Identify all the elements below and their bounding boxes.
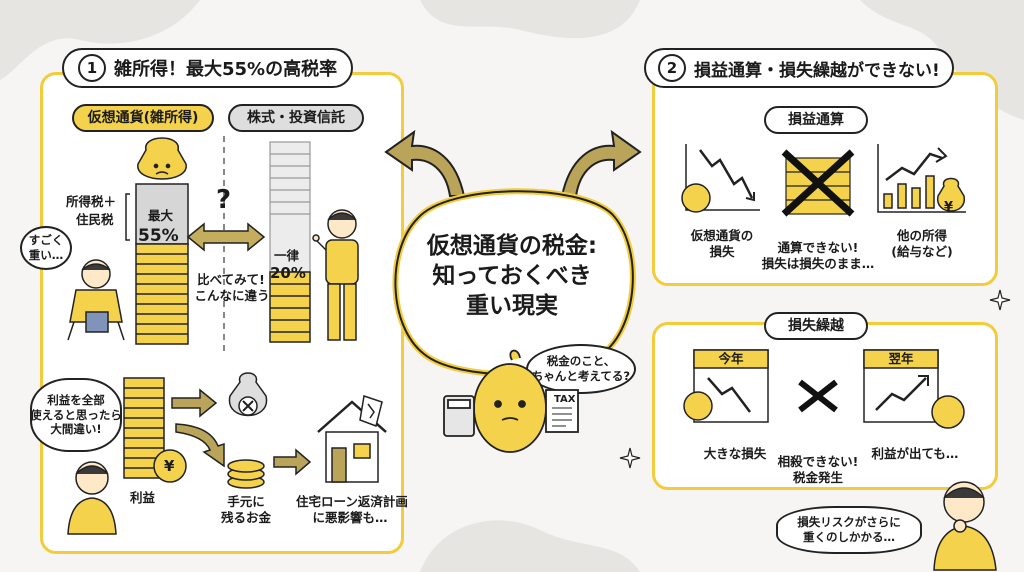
- compare-text-1: 比べてみて!: [197, 272, 265, 287]
- curved-arrow-right: [560, 129, 642, 197]
- profit-label: 利益: [130, 490, 156, 505]
- cannot-offset-label-2: 損失は損失のまま…: [761, 256, 875, 271]
- dashed-divider: [223, 136, 225, 356]
- crypto-loss-label-2: 損失: [709, 244, 735, 259]
- this-year-label: 今年: [718, 351, 744, 366]
- other-income-label-2: (給与など): [891, 244, 953, 259]
- tax-label-income: 所得税＋: [66, 194, 117, 209]
- main-title: 仮想通貨の税金: 知っておくべき 重い現実: [398, 232, 626, 322]
- right-title-text: 損益通算・損失繰越ができない!: [694, 60, 940, 81]
- profit-next-year-label: 利益が出ても…: [871, 446, 959, 461]
- crypto-loss-label-1: 仮想通貨の: [690, 228, 754, 243]
- title-number-1: 1: [78, 54, 106, 82]
- this-year-calendar-icon: [683, 349, 769, 423]
- thinking-man-illustration: [933, 481, 997, 571]
- tax-document-label: TAX: [554, 394, 576, 405]
- sparkle-icon: [619, 447, 641, 469]
- compare-text-2: こんなに違う: [194, 288, 270, 303]
- center-bubble-line2: ちゃんと考えてる?: [531, 369, 631, 383]
- flat-rate-value: 20%: [270, 264, 306, 282]
- loan-label-1: 住宅ローン返済計画: [296, 494, 408, 509]
- remaining-coins-icon: [227, 459, 265, 489]
- max-rate-value: 55%: [138, 226, 179, 246]
- double-arrow: [186, 222, 266, 252]
- question-mark: ?: [216, 185, 232, 215]
- tag-profit-loss-offset: 損益通算: [764, 106, 868, 134]
- tag-crypto-misc-income: 仮想通貨(雑所得): [72, 104, 214, 132]
- worry-line2: 使えると思ったら: [30, 407, 122, 422]
- speech-bubble-risk: 損失リスクがさらに重くのしかかる…: [776, 506, 922, 554]
- tag-stocks-funds: 株式・投資信託: [228, 104, 364, 132]
- sparkle-icon-2: [989, 289, 1011, 311]
- carry-cross-icon: [798, 379, 838, 413]
- yen-coin-symbol: ¥: [164, 457, 175, 475]
- next-year-calendar-icon: [863, 349, 965, 429]
- arrow-to-house: [273, 448, 312, 476]
- right-panel-title: 2 損益通算・損失繰越ができない!: [644, 48, 954, 88]
- loan-label-2: に悪影響も…: [312, 510, 388, 525]
- other-income-label-1: 他の所得: [896, 228, 947, 243]
- bracket-mark: [125, 193, 130, 241]
- sad-man-illustration: [67, 259, 125, 341]
- tag-loss-carryforward: 損失繰越: [764, 312, 868, 340]
- cannot-offset-label-1: 通算できない!: [777, 240, 859, 255]
- title-number-2: 2: [658, 54, 686, 82]
- speech-bubble-think-tax: 税金のこと、ちゃんと考えてる?: [526, 344, 636, 394]
- main-title-line3: 重い現実: [466, 292, 558, 319]
- curved-arrow-left: [384, 129, 466, 197]
- worried-man-illustration: [67, 461, 117, 535]
- left-title-text: 雑所得！最大55%の高税率: [114, 59, 338, 80]
- speech-bubble-heavy: すごく重い…: [20, 226, 72, 270]
- main-title-line2: 知っておくべき: [432, 262, 592, 289]
- other-income-chart-icon: [877, 144, 966, 213]
- wall-cross-icon: [781, 149, 855, 217]
- worry-line1: 利益を全部: [47, 392, 105, 407]
- arrow-to-tax: [171, 388, 218, 418]
- big-loss-label: 大きな損失: [703, 446, 767, 461]
- remaining-label-1: 手元に: [227, 494, 265, 509]
- broken-house-icon: [317, 395, 387, 483]
- other-income-yen: ¥: [944, 200, 954, 215]
- risk-bubble-line1: 損失リスクがさらに: [797, 515, 901, 530]
- stocks-coin-stack: [269, 141, 311, 343]
- cannot-carry-label-1: 相殺できない!: [777, 454, 859, 469]
- thumbs-up-man-illustration: [312, 209, 359, 341]
- tax-label-resident: 住民税: [76, 212, 114, 227]
- money-bag-cross-icon: [228, 372, 268, 417]
- flat-label: 一律: [274, 248, 300, 263]
- next-year-label: 翌年: [888, 351, 914, 366]
- mascot-coin-character: [443, 349, 579, 453]
- remaining-label-2: 残るお金: [220, 510, 271, 525]
- main-title-line1: 仮想通貨の税金:: [426, 233, 598, 259]
- arrow-to-remaining: [175, 423, 225, 468]
- speech-bubble-mistake: 利益を全部使えると思ったら大間違い!: [30, 378, 122, 452]
- sad-bubble-line2: 重い…: [28, 248, 64, 262]
- center-bubble-line1: 税金のこと、: [546, 354, 616, 369]
- loss-chart-icon: [681, 144, 760, 213]
- left-panel-title: 1 雑所得！最大55%の高税率: [62, 48, 354, 88]
- risk-bubble-line2: 重くのしかかる…: [803, 530, 895, 544]
- crypto-coin-stack: [135, 137, 189, 345]
- profit-coin-stack: [123, 377, 187, 483]
- max-label: 最大: [148, 208, 174, 223]
- worry-line3: 大間違い!: [50, 422, 102, 437]
- sad-bubble-line1: すごく: [28, 233, 64, 248]
- cannot-carry-label-2: 税金発生: [792, 470, 843, 485]
